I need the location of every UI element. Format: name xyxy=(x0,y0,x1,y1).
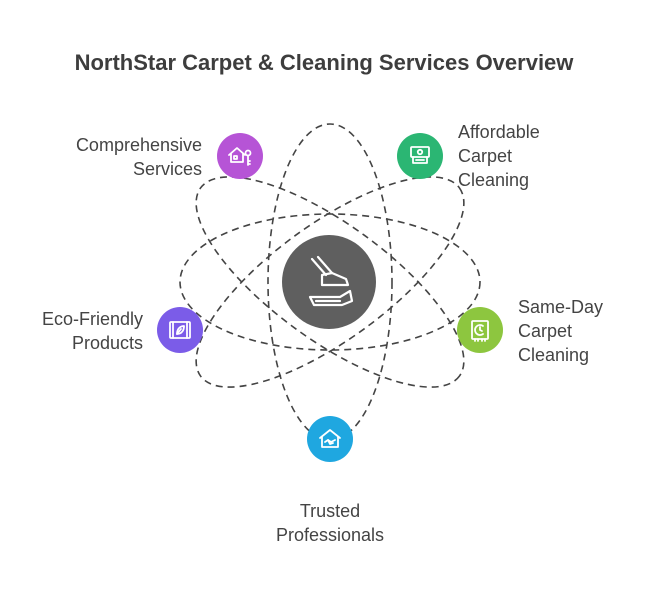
money-icon xyxy=(410,146,430,164)
node-comprehensive-services xyxy=(217,133,263,179)
orbit-horizontal xyxy=(179,213,481,351)
node-eco-friendly-products xyxy=(157,307,203,353)
orbit-diagonal-left xyxy=(195,176,465,388)
house-key-icon xyxy=(228,147,252,166)
orbit-diagonal-right xyxy=(195,176,465,388)
node-affordable-carpet-cleaning xyxy=(397,133,443,179)
carpet-cleaning-icon xyxy=(282,235,376,329)
node-same-day-carpet-cleaning xyxy=(457,307,503,353)
diagram-title: NorthStar Carpet & Cleaning Services Ove… xyxy=(74,50,574,75)
label-same-day-carpet-cleaning: Same-Day Carpet Cleaning xyxy=(518,297,604,365)
label-affordable-carpet-cleaning: Affordable Carpet Cleaning xyxy=(458,122,540,190)
clock-rug-icon xyxy=(471,320,489,342)
label-eco-friendly-products: Eco-Friendly Products xyxy=(41,309,143,353)
label-trusted-professionals: Trusted Professionals xyxy=(275,501,385,545)
label-comprehensive-services: Comprehensive Services xyxy=(75,135,202,179)
center-hub xyxy=(282,235,376,329)
leaf-rug-icon xyxy=(169,321,191,339)
node-trusted-professionals xyxy=(307,416,353,462)
house-handshake-icon xyxy=(319,429,341,448)
